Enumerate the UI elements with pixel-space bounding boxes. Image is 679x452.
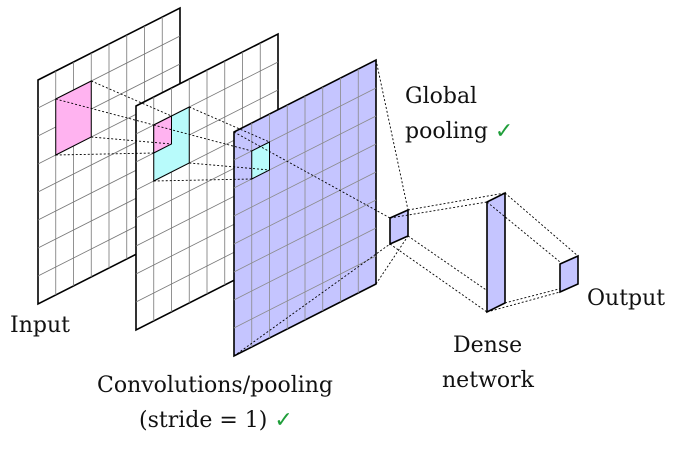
output-label: Output bbox=[587, 286, 666, 311]
output-vector bbox=[559, 254, 579, 294]
check-mark-icon: ✓ bbox=[494, 119, 514, 144]
check-mark-icon: ✓ bbox=[274, 408, 293, 433]
conv-output-layer bbox=[233, 58, 377, 358]
global-pooling-text: pooling bbox=[405, 119, 488, 144]
dense-label-line1: Dense bbox=[453, 333, 523, 358]
pooling-to-dense-connections bbox=[389, 192, 506, 313]
stride-text: (stride = 1) bbox=[139, 408, 268, 433]
intermediate-to-conv-projection bbox=[153, 106, 270, 182]
global-pooling-vector bbox=[389, 208, 409, 246]
dense-to-output-connections bbox=[486, 192, 579, 313]
dense-layer bbox=[486, 191, 506, 314]
input-to-intermediate-projection bbox=[55, 80, 172, 156]
conv-label-line2: (stride = 1) ✓ bbox=[139, 410, 293, 432]
input-label: Input bbox=[10, 313, 70, 338]
global-pooling-label-line1: Global bbox=[405, 84, 478, 109]
dense-label-line2: network bbox=[442, 368, 534, 393]
global-pooling-label-line2: pooling ✓ bbox=[405, 121, 513, 143]
conv-to-pooling-projection bbox=[233, 59, 409, 357]
conv-label-line1: Convolutions/pooling bbox=[97, 373, 334, 398]
